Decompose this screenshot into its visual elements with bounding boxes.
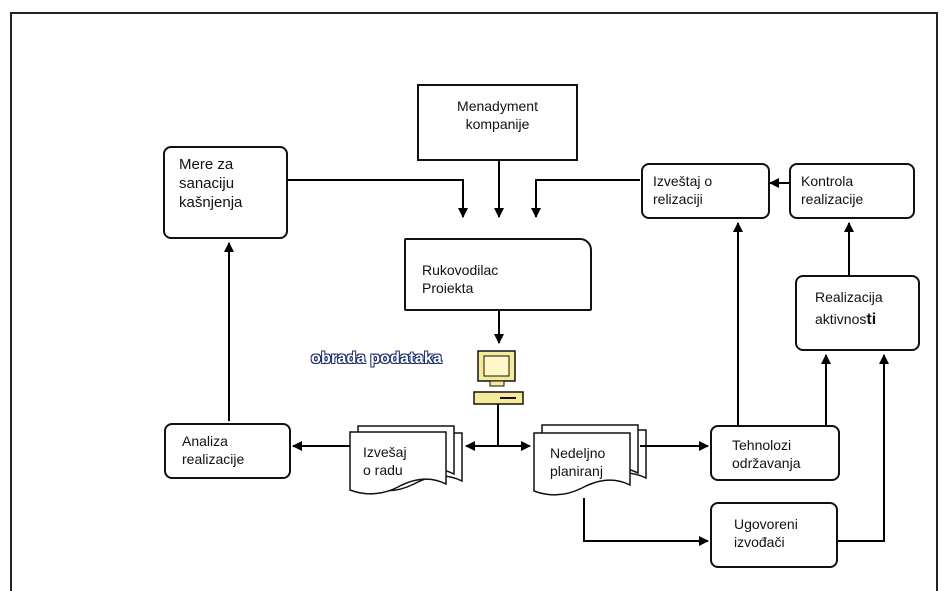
kontrola-line-2: realizacije	[801, 190, 864, 207]
nedeljno-text: Nedeljno planiranj	[550, 444, 605, 480]
mere-line-2: sanaciju	[179, 174, 235, 192]
izvesaj-radu-text: Izvešaj o radu	[363, 443, 407, 479]
node-izvestaj-relizaciji: Izveštaj o relizaciji	[641, 163, 770, 219]
kontrola-line-1: Kontrola	[801, 173, 854, 189]
realizacija-line-2-tail: ti	[866, 311, 877, 328]
rukovodilac-line-1: Rukovodilac	[422, 262, 499, 278]
analiza-line-1: Analiza	[182, 433, 228, 449]
node-rukovodilac: Rukovodilac Proiekta	[404, 238, 592, 311]
mere-line-1: Mere za	[179, 156, 234, 173]
ugovoreni-line-2: izvođači	[734, 533, 785, 550]
realizacija-line-2: aktivnosti	[815, 308, 918, 332]
tehnolozi-line-2: održavanja	[732, 454, 801, 471]
izvestaj-line-1: Izveštaj o	[653, 173, 713, 189]
izvestaj-line-2: relizaciji	[653, 190, 703, 207]
node-realizacija: Realizacija aktivnosti	[795, 275, 920, 351]
frame-border	[10, 12, 938, 591]
menadzment-line-1: Menadyment	[457, 98, 538, 114]
node-tehnolozi: Tehnolozi održavanja	[710, 425, 840, 481]
node-kontrola: Kontrola realizacije	[789, 163, 915, 219]
analiza-line-2: realizacije	[182, 450, 245, 467]
realizacija-line-1: Realizacija	[815, 289, 883, 305]
izvesaj-line-1: Izvešaj	[363, 444, 407, 460]
nedeljno-line-1: Nedeljno	[550, 445, 606, 461]
rukovodilac-line-2: Proiekta	[422, 279, 474, 296]
mere-line-3: kašnjenja	[179, 193, 243, 211]
menadzment-line-2: kompanije	[465, 115, 530, 132]
node-mere: Mere za sanaciju kašnjenja	[163, 146, 288, 239]
computer-icon	[473, 350, 524, 405]
connectors	[224, 160, 889, 546]
realizacija-line-2-main: aktivnos	[815, 311, 867, 327]
doc-stack-izvesaj	[349, 425, 463, 495]
obrada-podataka-label: obrada podataka	[311, 350, 443, 367]
izvesaj-line-2: o radu	[363, 462, 403, 479]
node-ugovoreni: Ugovoreni izvođači	[710, 502, 838, 568]
nedeljno-line-2: planiranj	[550, 463, 603, 480]
doc-stack-nedeljno	[533, 424, 647, 496]
node-analiza: Analiza realizacije	[164, 423, 291, 479]
ugovoreni-line-1: Ugovoreni	[734, 516, 798, 532]
tehnolozi-line-1: Tehnolozi	[732, 437, 792, 453]
node-menadzment: Menadyment kompanije	[417, 84, 578, 161]
